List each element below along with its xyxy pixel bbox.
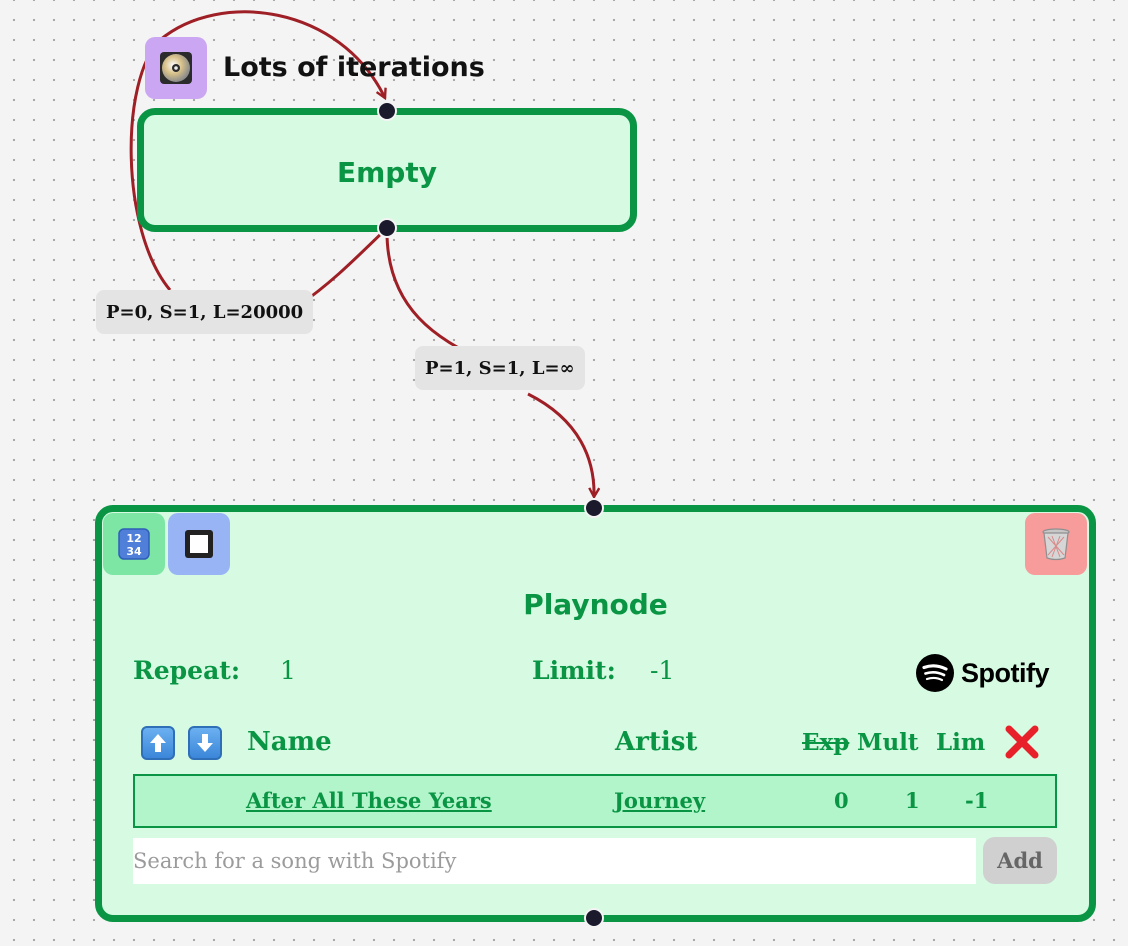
column-header-exp[interactable]: Exp bbox=[802, 729, 850, 756]
spotify-logo: Spotify bbox=[916, 654, 1050, 692]
input-numbers-icon: 12 34 bbox=[118, 528, 150, 560]
song-lim-value[interactable]: -1 bbox=[965, 788, 989, 813]
song-mult-value[interactable]: 1 bbox=[905, 788, 920, 813]
wastebasket-icon bbox=[1042, 528, 1070, 561]
playnode-output-handle[interactable] bbox=[584, 908, 604, 928]
column-header-artist: Artist bbox=[615, 727, 698, 757]
add-song-button[interactable]: Add bbox=[983, 837, 1057, 884]
svg-text:12: 12 bbox=[126, 532, 141, 545]
column-header-mult: Mult bbox=[857, 729, 919, 756]
svg-text:34: 34 bbox=[126, 545, 142, 558]
playnode-title: Playnode bbox=[523, 588, 668, 621]
spotify-icon bbox=[916, 654, 954, 692]
column-header-name: Name bbox=[247, 727, 332, 757]
column-header-lim: Lim bbox=[936, 729, 986, 756]
stop-square-icon bbox=[185, 530, 213, 558]
limit-label: Limit: bbox=[532, 656, 616, 685]
song-exp-value[interactable]: 0 bbox=[834, 788, 849, 813]
song-artist-link[interactable]: Journey bbox=[614, 788, 706, 813]
flow-icon-button[interactable] bbox=[145, 37, 207, 99]
repeat-value[interactable]: 1 bbox=[280, 656, 296, 685]
limit-value[interactable]: -1 bbox=[650, 656, 675, 685]
song-name-link[interactable]: After All These Years bbox=[246, 788, 492, 813]
playnode-input-handle[interactable] bbox=[584, 498, 604, 518]
cd-disc-icon bbox=[160, 52, 192, 84]
empty-node-input-handle[interactable] bbox=[377, 101, 397, 121]
arrow-up-icon bbox=[150, 734, 166, 752]
empty-node-output-handle[interactable] bbox=[377, 218, 397, 238]
table-row[interactable]: After All These Years Journey 0 1 -1 bbox=[133, 774, 1057, 828]
move-down-button[interactable] bbox=[188, 726, 222, 760]
red-x-icon bbox=[1005, 725, 1039, 759]
empty-node-title: Empty bbox=[337, 156, 437, 189]
stop-button[interactable] bbox=[168, 513, 230, 575]
spotify-wordmark: Spotify bbox=[961, 657, 1050, 688]
numbers-button[interactable]: 12 34 bbox=[103, 513, 165, 575]
flow-title: Lots of iterations bbox=[223, 52, 485, 83]
move-up-button[interactable] bbox=[141, 726, 175, 760]
edge-label-to-playnode[interactable]: P=1, S=1, L=∞ bbox=[415, 346, 585, 390]
song-search-input[interactable] bbox=[133, 838, 976, 884]
clear-songs-button[interactable] bbox=[1004, 724, 1040, 760]
empty-node[interactable]: Empty bbox=[137, 108, 637, 232]
delete-node-button[interactable] bbox=[1025, 513, 1087, 575]
arrow-down-icon bbox=[197, 734, 213, 752]
edge-label-self-loop[interactable]: P=0, S=1, L=20000 bbox=[96, 290, 314, 334]
repeat-label: Repeat: bbox=[133, 656, 241, 685]
